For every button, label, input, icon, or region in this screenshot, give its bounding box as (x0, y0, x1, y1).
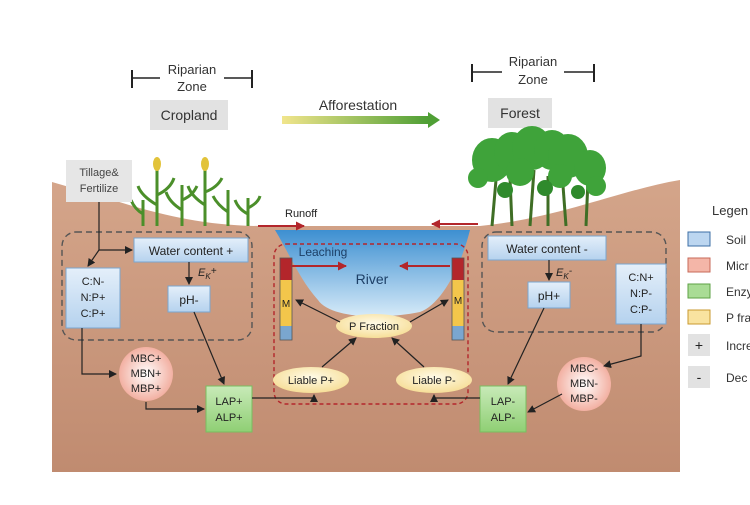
legend-enzyme: Enzy (726, 285, 750, 299)
left-ratio-np: N:P+ (81, 292, 106, 304)
legend-swatch-increase (688, 334, 710, 356)
legend-swatch-p-fraction (687, 309, 711, 325)
tillage-box (66, 160, 132, 202)
left-ph: pH- (179, 293, 198, 307)
right-mbc: MBC- (570, 363, 598, 375)
left-ph-box (167, 285, 211, 313)
right-enzyme-box (479, 385, 527, 433)
right-ek-label: EK- (556, 266, 573, 281)
river-p-dashed-box (273, 243, 469, 405)
afforestation-arrow-head (428, 112, 440, 128)
right-p-column: M (451, 257, 465, 341)
right-ph-box (527, 281, 571, 309)
riparian-right-line1: Riparian (509, 54, 557, 69)
left-microbe-circle (119, 347, 173, 401)
cropland-soil-dashed-box (61, 231, 253, 341)
liable-p-plus-ellipse (273, 367, 349, 393)
legend-swatch-decrease (688, 366, 710, 388)
left-mbp: MBP+ (131, 383, 161, 395)
afforestation-arrow-shaft (282, 116, 428, 124)
left-ratio-cp: C:P+ (81, 308, 106, 320)
right-mbn: MBN- (570, 378, 598, 390)
right-microbe-circle (557, 357, 611, 411)
legend-increase: Incre (726, 339, 750, 353)
riparian-right-line2: Zone (518, 72, 548, 87)
runoff-label: Runoff (285, 208, 318, 220)
left-ratio-cn: C:N- (82, 276, 105, 288)
left-alp: ALP+ (215, 412, 242, 424)
corn-tassels (153, 157, 209, 171)
red-flow-arrows (258, 219, 478, 271)
forest-label: Forest (500, 105, 540, 121)
liable-p-plus: Liable P+ (288, 375, 334, 387)
left-mbn: MBN+ (131, 368, 162, 380)
river-label: River (356, 271, 389, 287)
p-fraction-label: P Fraction (349, 321, 399, 333)
right-ratio-cp: C:P- (630, 304, 652, 316)
right-ratio-np: N:P- (630, 288, 652, 300)
left-column-m: M (282, 299, 290, 310)
legend-soil: Soil (726, 233, 746, 247)
right-water-content-box (487, 235, 607, 261)
left-mbc: MBC+ (131, 353, 162, 365)
legend-minus-sign: - (697, 369, 702, 385)
riparian-left-line2: Zone (177, 79, 207, 94)
riparian-left-line1: Riparian (168, 62, 216, 77)
left-ek-label: EK+ (198, 266, 217, 281)
cropland-label: Cropland (161, 107, 218, 123)
riparian-zone-left: Riparian Zone (131, 62, 253, 96)
right-ratio-box (615, 263, 667, 325)
left-p-column: M (279, 257, 293, 341)
afforestation-label: Afforestation (319, 97, 397, 113)
p-fraction-ellipse (336, 314, 412, 338)
right-ratio-cn: C:N+ (628, 272, 653, 284)
right-water-content: Water content - (506, 242, 588, 256)
cropland-label-box (150, 100, 228, 130)
tillage-line2: Fertilize (80, 183, 119, 195)
legend-decrease: Dec (726, 371, 747, 385)
right-column-m: M (454, 296, 462, 307)
left-lap: LAP+ (215, 396, 242, 408)
legend-plus-sign: + (695, 337, 703, 353)
legend-swatch-microbe (687, 257, 711, 273)
legend-title: Legen (712, 203, 748, 218)
left-enzyme-box (205, 385, 253, 433)
legend-p-fraction: P fra (726, 311, 750, 325)
forest-label-box (488, 98, 552, 128)
forest-trees (468, 126, 606, 227)
right-mbp: MBP- (570, 393, 598, 405)
leaching-label: Leaching (299, 245, 348, 259)
flow-arrows (81, 202, 642, 413)
legend-microbe: Micr (726, 259, 749, 273)
left-ratio-box (65, 267, 121, 329)
right-lap: LAP- (491, 396, 516, 408)
river-water (275, 230, 470, 317)
right-ph: pH+ (538, 289, 560, 303)
left-water-content-box (133, 237, 249, 263)
riparian-zone-right: Riparian Zone (471, 54, 595, 88)
legend: Legen Soil Micr Enzy P fra + Incre - Dec (687, 203, 750, 388)
liable-p-minus-ellipse (396, 367, 472, 393)
right-alp: ALP- (491, 412, 516, 424)
legend-swatch-enzyme (687, 283, 711, 299)
legend-swatch-soil (687, 231, 711, 247)
liable-p-minus: Liable P- (412, 375, 456, 387)
tillage-line1: Tillage& (79, 167, 119, 179)
left-water-content: Water content + (149, 244, 234, 258)
